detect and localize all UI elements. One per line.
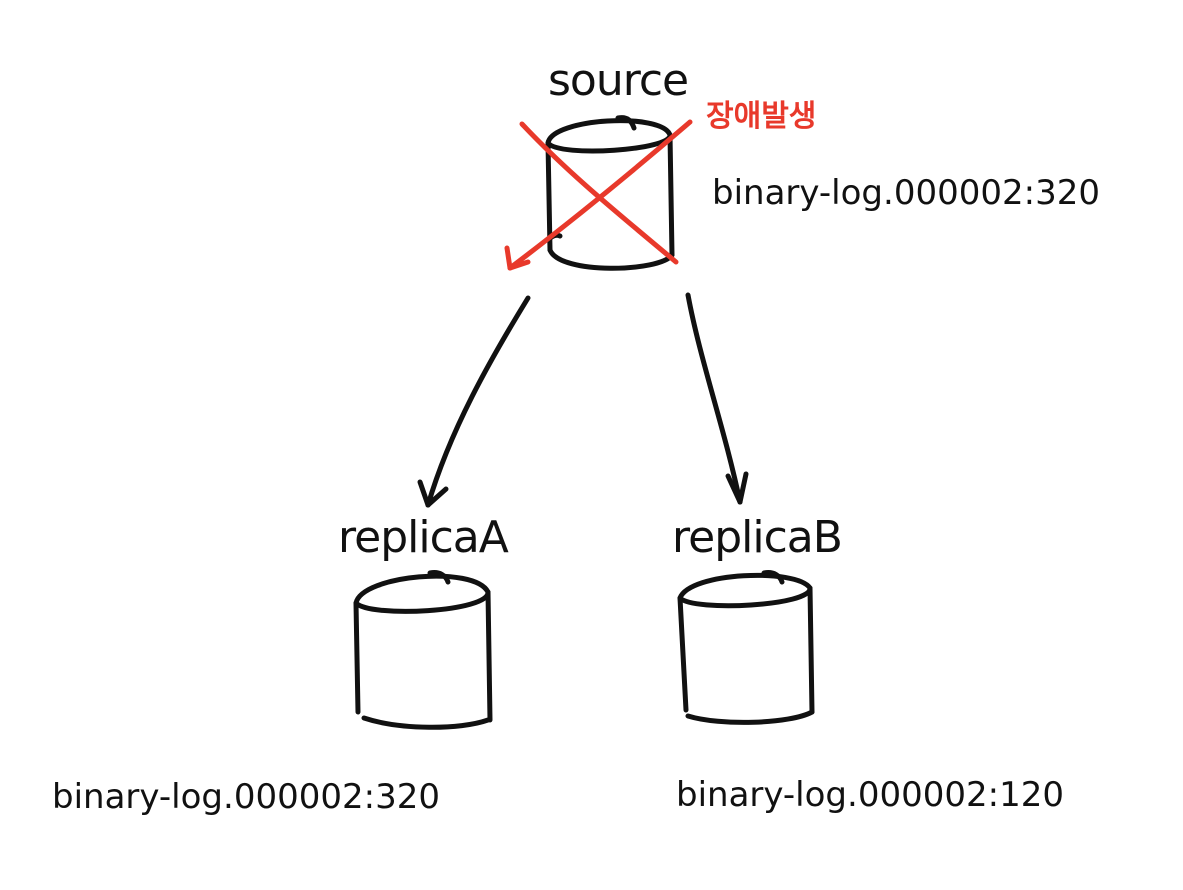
replica-b-database-icon (677, 570, 815, 725)
replication-arrow-to-replica-a (417, 295, 531, 508)
replica-a-binlog-position: binary-log.000002:320 (52, 777, 440, 817)
source-node: source 장애발생 binary-log.000002:32 (504, 55, 1100, 271)
replica-a-database-icon (353, 570, 493, 730)
failure-cross-mark (504, 119, 693, 271)
replica-a-label: replicaA (338, 512, 509, 563)
replica-b-binlog-position: binary-log.000002:120 (676, 775, 1064, 815)
replica-b-node: replicaB binary-log.000002:120 (672, 512, 1064, 815)
source-label: source (548, 55, 688, 106)
source-binlog-position: binary-log.000002:320 (712, 173, 1100, 213)
failure-label: 장애발생 (706, 99, 816, 134)
replica-a-node: replicaA binary-log.000002:320 (52, 512, 510, 817)
replica-b-label: replicaB (672, 512, 842, 563)
replication-arrow-to-replica-b (685, 292, 749, 505)
